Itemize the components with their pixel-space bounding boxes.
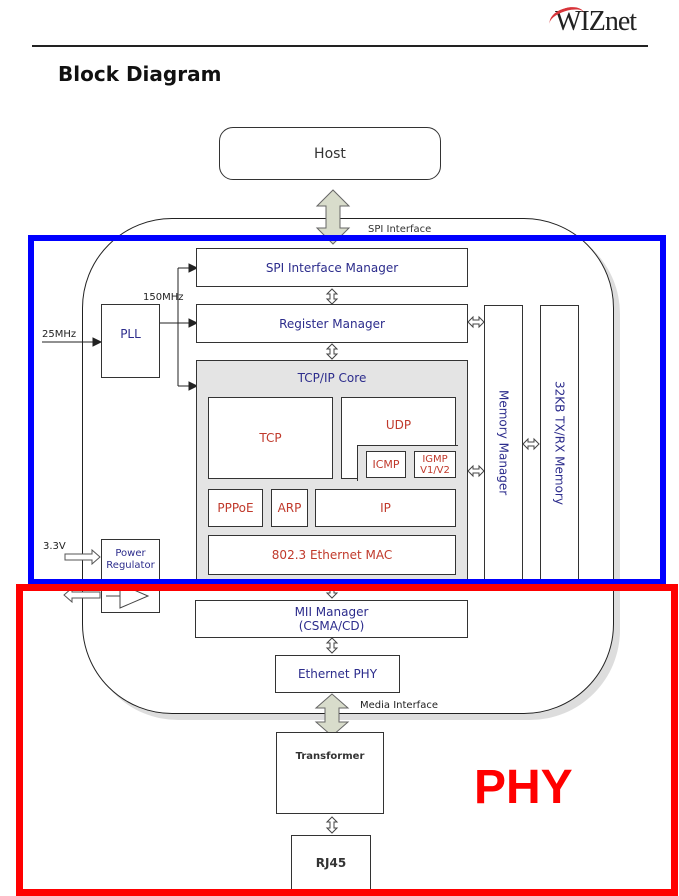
spi-bus-arrow [315,189,351,245]
spi-interface-label: SPI Interface [368,224,432,235]
highlight-blue-region [28,235,666,585]
register-manager: Register Manager [196,304,468,343]
clock-in-label: 25MHz [42,329,77,340]
clock-out-label: 150MHz [143,292,184,303]
double-arrow-mii-phy [325,637,339,654]
power-out-arrow [63,586,101,604]
arp-block: ARP [271,489,308,527]
pll-box: PLL [101,304,160,378]
ethernet-phy: Ethernet PHY [275,655,400,693]
transformer-label: Transformer [295,751,365,762]
rj45-label: RJ45 [315,855,347,870]
double-arrow-reg-core [325,343,339,360]
clock-lines [42,263,199,391]
tx-rx-memory-label: 32KB TX/RX Memory [552,381,567,505]
header-rule [32,45,648,47]
udp-label: UDP [385,418,412,432]
icmp-label: ICMP [372,458,400,471]
igmp-label: IGMP V1/V2 [420,453,450,476]
chip-outline [82,218,614,714]
media-interface-label: Media Interface [360,700,438,711]
igmp-block: IGMP V1/V2 [414,451,456,478]
logo-text: WIZnet [555,6,637,37]
spi-interface-manager: SPI Interface Manager [196,248,468,287]
memory-manager-label: Memory Manager [496,390,511,496]
power-in-arrow [64,548,101,566]
page-title: Block Diagram [58,62,222,86]
host-label: Host [314,145,346,162]
rj45: RJ45 [291,835,371,890]
arp-label: ARP [277,501,302,515]
wiznet-logo: WIZnet [546,2,637,38]
ethernet-mac-label: 802.3 Ethernet MAC [271,548,393,562]
voltage-in-label: 3.3V [43,541,66,552]
ethernet-mac-block: 802.3 Ethernet MAC [208,535,456,575]
ip-label: IP [380,501,391,515]
memory-manager: Memory Manager [484,305,523,581]
tcpip-core-label: TCP/IP Core [297,371,367,385]
double-arrow-xfmr-rj45 [325,816,339,834]
host-box: Host [219,127,441,180]
mii-manager: MII Manager (CSMA/CD) [195,600,468,638]
ip-block: IP [315,489,456,527]
ethernet-phy-label: Ethernet PHY [297,667,378,681]
pppoe-block: PPPoE [208,489,263,527]
power-regulator: Power Regulator [101,539,160,613]
pll-label: PLL [120,327,141,341]
tcp-block: TCP [208,397,333,479]
tx-rx-memory: 32KB TX/RX Memory [540,305,579,581]
mii-manager-label: MII Manager [294,605,369,619]
phy-region-label: PHY [474,761,573,814]
pppoe-label: PPPoE [217,501,254,515]
spi-manager-label: SPI Interface Manager [265,260,399,275]
register-manager-label: Register Manager [279,316,385,331]
power-regulator-label: Power Regulator [106,548,155,571]
double-arrow-mem-ram [522,437,540,451]
transformer: Transformer [276,732,384,814]
icmp-block: ICMP [366,451,406,478]
tcp-label: TCP [259,431,282,445]
highlight-red-region [16,584,678,896]
mii-manager-sublabel: (CSMA/CD) [298,619,365,633]
